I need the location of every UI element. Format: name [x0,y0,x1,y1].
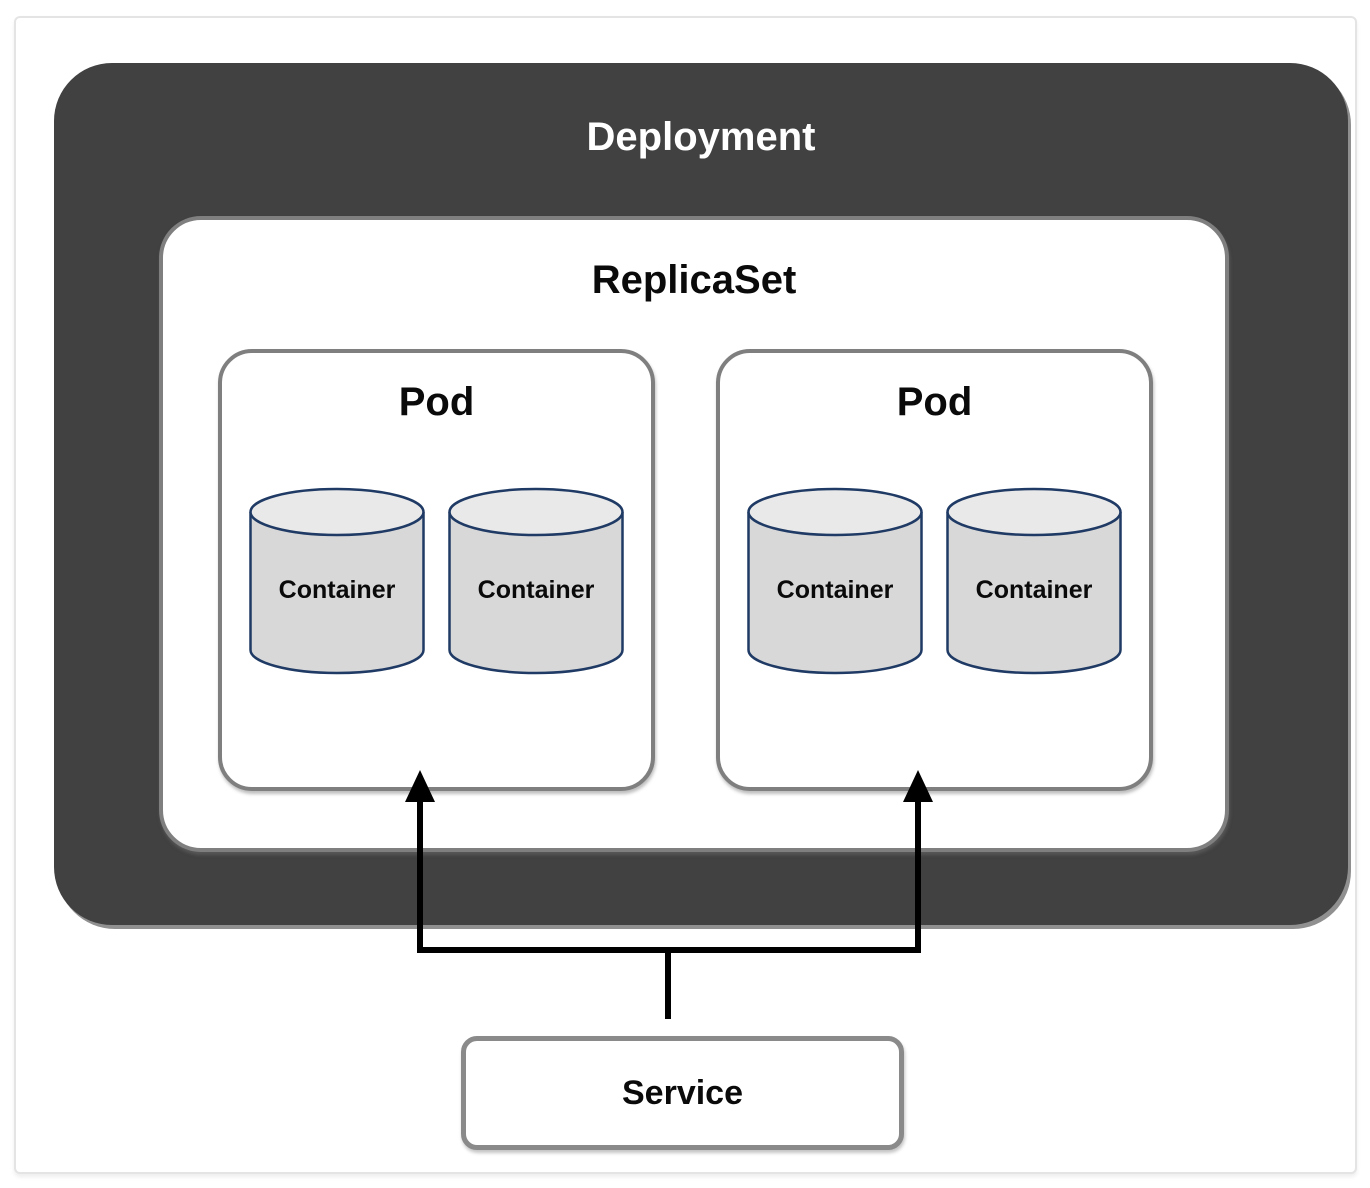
cylinder-icon [946,487,1122,675]
pod-label: Pod [896,380,973,424]
containers-row: Container Container [720,486,1149,676]
pod-box-1: Pod Container [218,349,655,791]
container-cylinder: Container [248,486,426,676]
replicaset-box: ReplicaSet Pod Container [159,216,1229,852]
container-cylinder: Container [746,486,924,676]
cylinder-icon [249,487,425,675]
pod-label: Pod [398,380,475,424]
service-label: Service [622,1073,743,1112]
cylinder-icon [448,487,624,675]
replicaset-label: ReplicaSet [591,258,797,302]
container-cylinder: Container [447,486,625,676]
cylinder-icon [747,487,923,675]
container-label: Container [975,576,1093,604]
container-label: Container [776,576,894,604]
container-cylinder: Container [945,486,1123,676]
container-label: Container [477,576,595,604]
deployment-box: Deployment ReplicaSet Pod Container [54,63,1348,925]
container-label: Container [278,576,396,604]
deployment-label: Deployment [586,115,816,159]
containers-row: Container Container [222,486,651,676]
diagram-canvas: Deployment ReplicaSet Pod Container [14,16,1357,1174]
service-box: Service [461,1036,904,1150]
pod-box-2: Pod Container [716,349,1153,791]
